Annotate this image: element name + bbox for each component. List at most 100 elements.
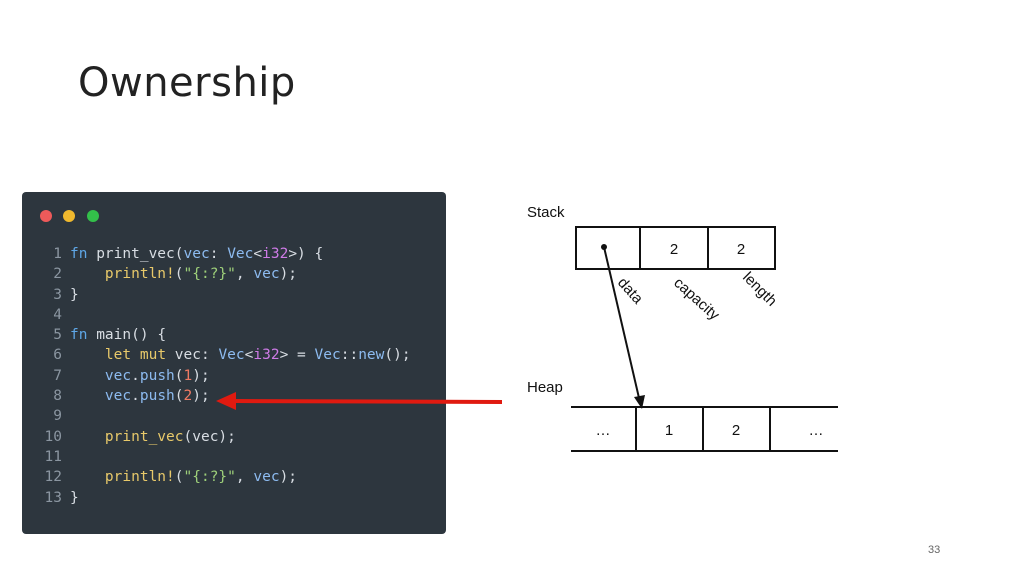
code-token: > = bbox=[279, 347, 315, 364]
stack-cell-length-value: 2 bbox=[737, 241, 745, 258]
code-token: (vec); bbox=[183, 428, 236, 445]
code-token: push bbox=[139, 388, 175, 405]
code-token: "{:?}" bbox=[183, 266, 236, 283]
code-token: . bbox=[131, 388, 140, 405]
code-token: , bbox=[235, 266, 254, 283]
code-token: println! bbox=[104, 469, 175, 486]
code-line: 10 print_vec(vec); bbox=[22, 427, 446, 447]
maximize-dot-icon bbox=[86, 210, 99, 222]
code-line: 3} bbox=[22, 285, 446, 305]
code-line: 13} bbox=[22, 488, 446, 508]
stack-cell-capacity-value: 2 bbox=[670, 241, 678, 258]
line-number: 8 bbox=[53, 388, 62, 405]
code-line: 5 fn main() { bbox=[22, 325, 446, 345]
heap-label: Heap bbox=[527, 379, 563, 396]
code-text: } bbox=[70, 285, 79, 305]
field-label-capacity: capacity bbox=[670, 274, 723, 324]
line-number: 4 bbox=[53, 306, 62, 323]
code-text: } bbox=[70, 488, 79, 508]
code-token: ); bbox=[192, 367, 210, 384]
code-line: 11 bbox=[22, 447, 446, 467]
code-token: (); bbox=[384, 347, 411, 364]
line-number: 5 bbox=[53, 327, 62, 344]
code-token: i32 bbox=[253, 347, 280, 364]
line-number: 10 bbox=[44, 428, 62, 445]
code-token: print_vec bbox=[104, 428, 184, 445]
code-text: println!("{:?}", vec); bbox=[70, 467, 297, 487]
line-number: 7 bbox=[53, 367, 62, 384]
code-token: fn bbox=[70, 327, 88, 344]
line-number: 13 bbox=[44, 489, 62, 506]
line-number: 2 bbox=[53, 266, 62, 283]
code-token: vec bbox=[253, 266, 280, 283]
code-token: "{:?}" bbox=[183, 469, 236, 486]
heap-cell-value-2: 2 bbox=[732, 422, 740, 439]
code-token: new bbox=[358, 347, 385, 364]
minimize-dot-icon bbox=[63, 210, 76, 222]
code-token: mut bbox=[139, 347, 167, 364]
line-number: 9 bbox=[53, 408, 62, 425]
code-token: vec: bbox=[166, 347, 219, 364]
pointer-arrow-head bbox=[634, 395, 645, 409]
code-token: vec bbox=[104, 367, 132, 384]
code-token: : bbox=[209, 246, 228, 262]
code-token: Vec bbox=[314, 347, 341, 364]
code-line: 1 fn print_vec(vec: Vec<i32>) { bbox=[22, 244, 446, 264]
stack-cell-length bbox=[707, 226, 776, 270]
close-dot-icon bbox=[40, 210, 52, 222]
code-token: vec bbox=[253, 469, 280, 486]
code-token: ( bbox=[174, 367, 184, 384]
code-line: 6 let mut vec: Vec<i32> = Vec::new(); bbox=[22, 345, 446, 365]
code-text: let mut vec: Vec<i32> = Vec::new(); bbox=[70, 345, 411, 365]
highlight-arrow-head bbox=[216, 392, 236, 410]
heap-cell-ellipsis-right: … bbox=[809, 422, 824, 439]
code-text: vec.push(2); bbox=[70, 386, 210, 406]
highlight-arrow-shaft bbox=[233, 399, 503, 404]
code-token: let bbox=[104, 347, 132, 364]
code-token: vec bbox=[104, 388, 132, 405]
code-text: vec.push(1); bbox=[70, 366, 210, 386]
code-line: 12 println!("{:?}", vec); bbox=[22, 467, 446, 487]
code-token: < bbox=[244, 347, 254, 364]
code-token: ( bbox=[174, 266, 184, 283]
code-token: i32 bbox=[262, 246, 289, 262]
code-token: >) { bbox=[288, 246, 324, 262]
code-token: . bbox=[131, 367, 140, 384]
slide-title: Ownership bbox=[78, 60, 296, 106]
code-token: 2 bbox=[183, 388, 193, 405]
heap-row: … 1 2 … bbox=[571, 406, 838, 452]
page-number: 33 bbox=[928, 544, 941, 556]
code-token: () { bbox=[131, 327, 167, 344]
stack-label: Stack bbox=[527, 204, 565, 221]
code-token: < bbox=[253, 246, 263, 262]
code-token: push bbox=[139, 367, 175, 384]
code-token: ( bbox=[174, 388, 184, 405]
line-number: 1 bbox=[53, 246, 62, 262]
code-text: fn print_vec(vec: Vec<i32>) { bbox=[70, 244, 323, 264]
code-token: ( bbox=[174, 246, 184, 262]
code-token: Vec bbox=[227, 246, 254, 262]
code-text: fn main() { bbox=[70, 325, 166, 345]
field-label-length: length bbox=[739, 269, 780, 310]
code-token: ( bbox=[174, 469, 184, 486]
code-token: } bbox=[70, 286, 79, 303]
code-text: println!("{:?}", vec); bbox=[70, 264, 297, 284]
code-token: } bbox=[70, 489, 79, 506]
code-line: 2 println!("{:?}", vec); bbox=[22, 264, 446, 284]
window-controls bbox=[40, 209, 106, 227]
line-number: 3 bbox=[53, 286, 62, 303]
code-line: 8 vec.push(2); bbox=[22, 386, 446, 406]
code-token: ); bbox=[192, 388, 210, 405]
code-token: 1 bbox=[183, 367, 193, 384]
field-label-data: data bbox=[614, 274, 647, 308]
pointer-arrow-shaft bbox=[603, 246, 640, 399]
heap-cell-value-1: 1 bbox=[665, 422, 673, 439]
line-number: 6 bbox=[53, 347, 62, 364]
code-token: vec bbox=[183, 246, 210, 262]
heap-cell-ellipsis-left: … bbox=[596, 422, 611, 439]
line-number: 12 bbox=[44, 469, 62, 486]
line-number: 11 bbox=[44, 448, 62, 465]
code-token: ); bbox=[279, 266, 298, 283]
